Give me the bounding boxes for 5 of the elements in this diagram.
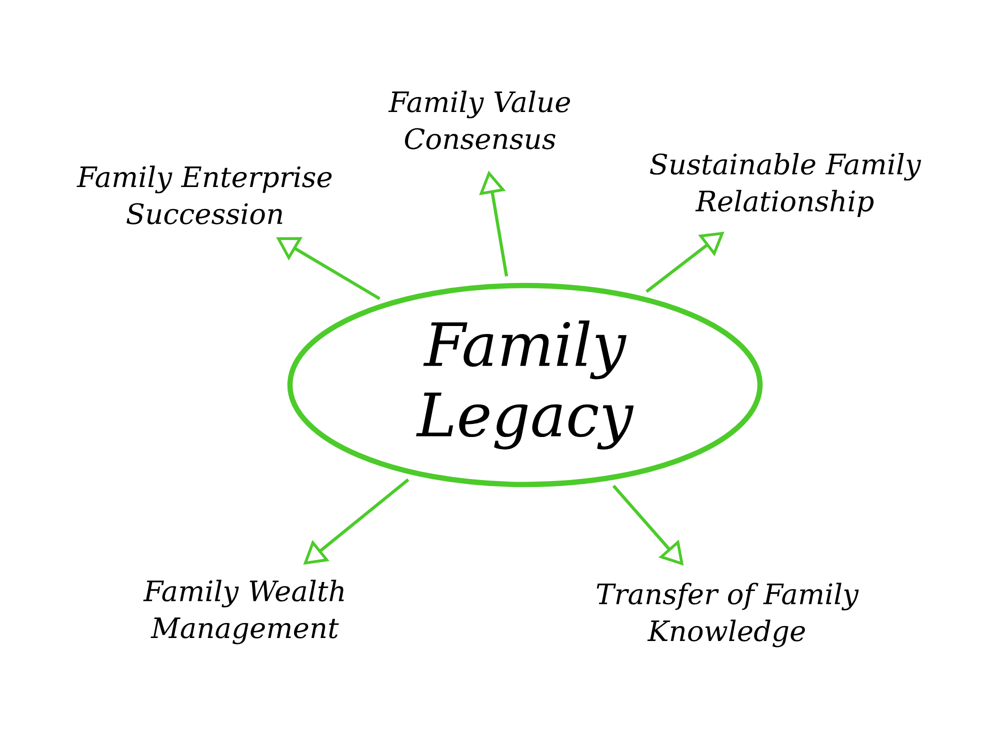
- node-text: Sustainable Family Relationship: [650, 152, 922, 218]
- node-text: Transfer of Family Knowledge: [596, 582, 859, 648]
- node-text: Family Wealth Management: [143, 580, 344, 644]
- node-text: Family Enterprise Succession: [76, 166, 332, 224]
- node-text: Family Value Consensus: [388, 90, 570, 150]
